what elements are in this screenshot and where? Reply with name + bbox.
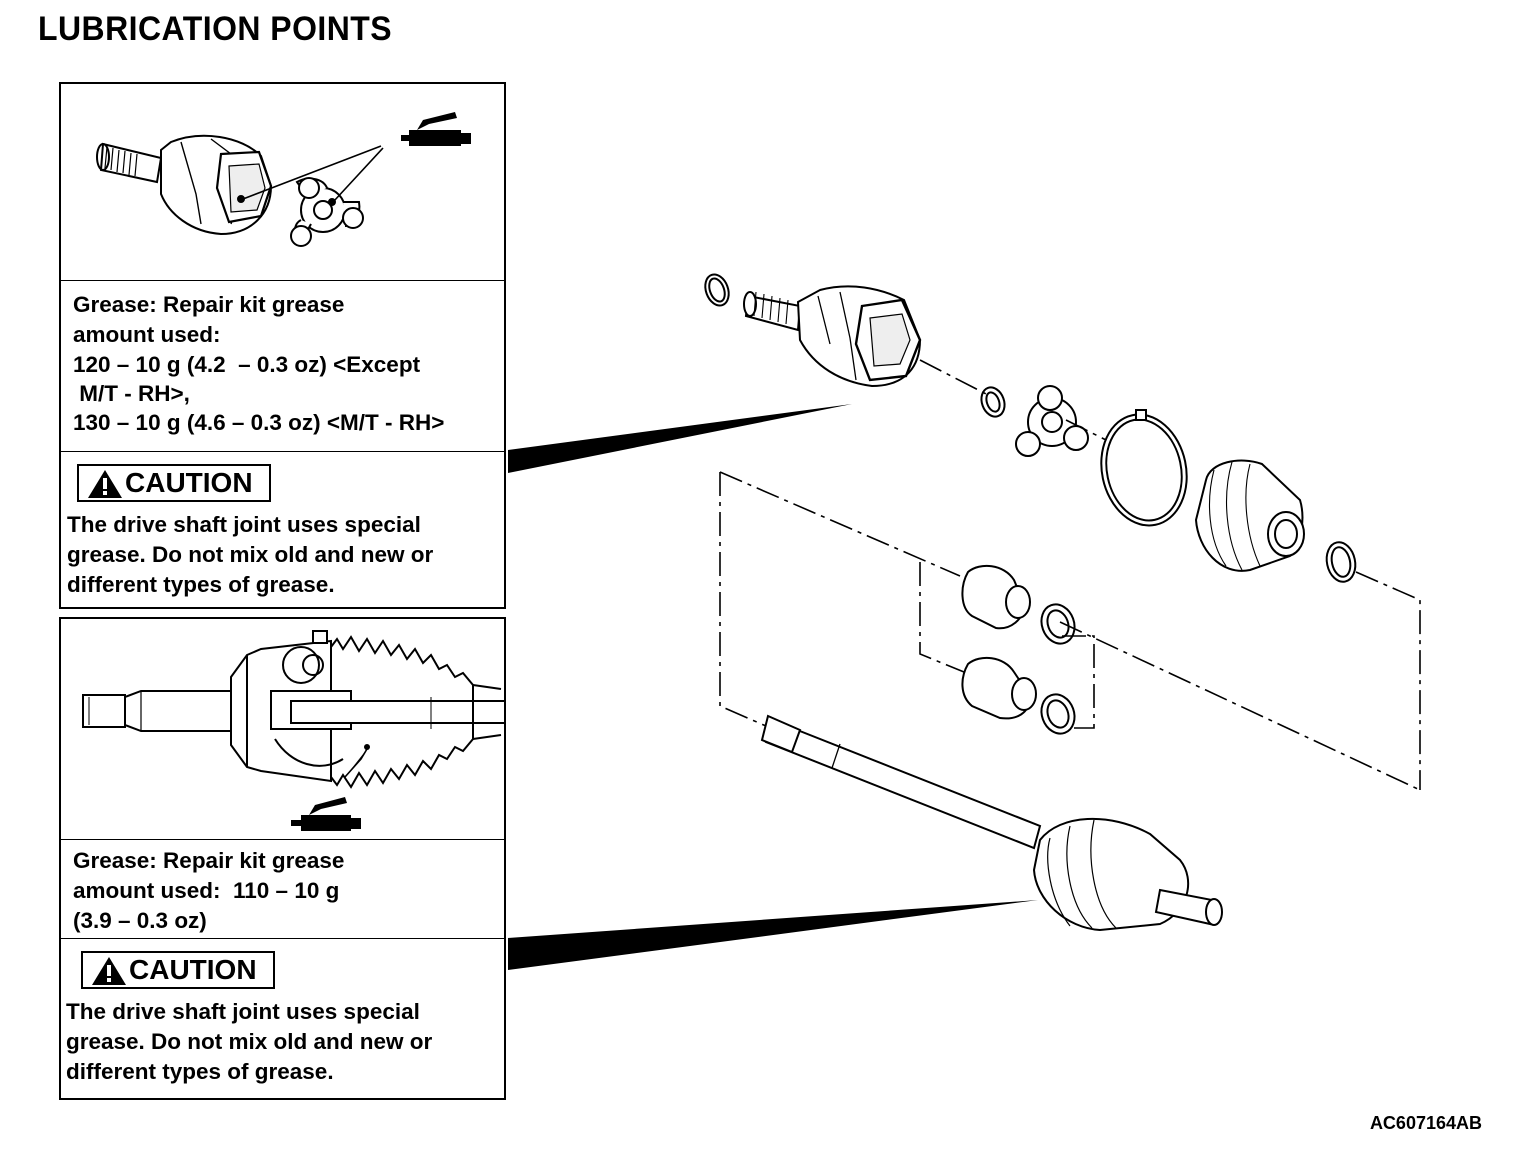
grease-line: amount used: 110 – 10 g bbox=[73, 878, 340, 903]
page-title: LUBRICATION POINTS bbox=[38, 10, 393, 48]
pointer-wedge bbox=[508, 900, 1038, 970]
snap-ring bbox=[704, 273, 730, 307]
grease-gun-icon bbox=[291, 797, 361, 831]
inboard-joint-drawing bbox=[96, 112, 471, 247]
dynamic-damper bbox=[961, 564, 1031, 630]
caution-badge: CAUTION bbox=[81, 951, 275, 989]
caution-line: grease. Do not mix old and new or bbox=[67, 542, 434, 567]
caution-label: CAUTION bbox=[129, 954, 257, 985]
outboard-joint-panel: Grease: Repair kit grease amount used: 1… bbox=[59, 617, 506, 1100]
drive-shaft bbox=[760, 714, 1042, 850]
pointer-wedge bbox=[508, 404, 852, 473]
damper-clamp bbox=[1040, 603, 1076, 645]
inboard-joint-illustration bbox=[61, 84, 504, 281]
damper-clamp bbox=[1040, 693, 1076, 735]
grease-line: 130 – 10 g (4.6 – 0.3 oz) <M/T - RH> bbox=[73, 410, 445, 435]
caution-label: CAUTION bbox=[125, 467, 253, 498]
outboard-joint-drawing bbox=[82, 630, 504, 831]
caution-badge: CAUTION bbox=[77, 464, 271, 502]
circlip bbox=[980, 386, 1006, 418]
grease-line: amount used: bbox=[73, 322, 221, 347]
grease-line: M/T - RH>, bbox=[73, 381, 190, 406]
inboard-grease-spec: Grease: Repair kit grease amount used: 1… bbox=[61, 280, 504, 452]
dynamic-damper bbox=[961, 656, 1037, 720]
warning-triangle-icon bbox=[88, 470, 122, 498]
inboard-joint-panel: Grease: Repair kit grease amount used: 1… bbox=[59, 82, 506, 609]
caution-text: The drive shaft joint uses special greas… bbox=[66, 997, 432, 1087]
boot bbox=[1194, 459, 1305, 572]
caution-line: different types of grease. bbox=[66, 1059, 334, 1084]
grease-line: (3.9 – 0.3 oz) bbox=[73, 908, 207, 933]
tripod-joint bbox=[1015, 385, 1089, 457]
caution-line: different types of grease. bbox=[67, 572, 335, 597]
outboard-joint-illustration bbox=[61, 619, 504, 840]
boot-band-small bbox=[1325, 541, 1357, 583]
caution-text: The drive shaft joint uses special greas… bbox=[67, 510, 433, 600]
figure-code: AC607164AB bbox=[1369, 1113, 1482, 1133]
boot-band bbox=[1100, 409, 1188, 527]
grease-line: Grease: Repair kit grease bbox=[73, 292, 345, 317]
grease-line: Grease: Repair kit grease bbox=[73, 848, 345, 873]
warning-triangle-icon bbox=[92, 957, 126, 985]
caution-line: The drive shaft joint uses special bbox=[66, 999, 420, 1024]
assembly-guide-lines bbox=[719, 359, 1421, 791]
outboard-joint bbox=[1032, 818, 1223, 932]
caution-line: The drive shaft joint uses special bbox=[67, 512, 421, 537]
grease-gun-icon bbox=[401, 112, 471, 146]
caution-line: grease. Do not mix old and new or bbox=[66, 1029, 433, 1054]
grease-line: 120 – 10 g (4.2 – 0.3 oz) <Except bbox=[73, 352, 421, 377]
outboard-grease-spec: Grease: Repair kit grease amount used: 1… bbox=[61, 839, 504, 939]
inboard-joint-housing bbox=[743, 285, 922, 388]
